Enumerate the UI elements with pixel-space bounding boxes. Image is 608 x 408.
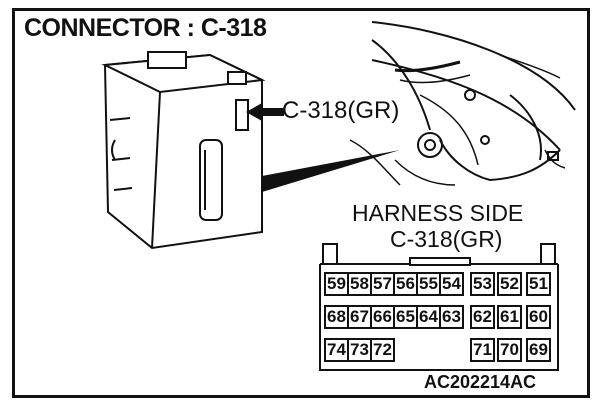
pin-56: 56 [393,272,418,296]
control-unit-illustration [101,51,266,250]
pin-74: 74 [324,338,349,362]
pin-71: 71 [470,338,495,362]
pin-51: 51 [526,272,551,296]
pin-55: 55 [416,272,441,296]
pin-empty [439,338,464,362]
pin-empty [393,338,418,362]
pin-63: 63 [439,305,464,329]
pin-72: 72 [370,338,395,362]
pin-62: 62 [470,305,495,329]
pin-69: 69 [526,338,551,362]
reference-code: AC202214AC [424,372,537,392]
pin-60: 60 [526,305,551,329]
pin-61: 61 [497,305,522,329]
pin-57: 57 [370,272,395,296]
connector-callout-label: C-318(GR) [282,97,400,124]
connector-title: CONNECTOR : C-318 [24,14,267,42]
pin-54: 54 [439,272,464,296]
pin-73: 73 [347,338,372,362]
pin-70: 70 [497,338,522,362]
pin-53: 53 [470,272,495,296]
pin-52: 52 [497,272,522,296]
pin-66: 66 [370,305,395,329]
pin-65: 65 [393,305,418,329]
callout-arrow [246,103,284,121]
harness-side-title: HARNESS SIDE [352,200,524,226]
harness-connector-housing [319,243,559,371]
pin-58: 58 [347,272,372,296]
harness-connector-id: C-318(GR) [390,226,503,252]
pin-67: 67 [347,305,372,329]
pin-64: 64 [416,305,441,329]
pointer-wedge [262,150,400,192]
dashboard-illustration [349,21,576,186]
pin-empty [416,338,441,362]
pin-68: 68 [324,305,349,329]
pin-59: 59 [324,272,349,296]
